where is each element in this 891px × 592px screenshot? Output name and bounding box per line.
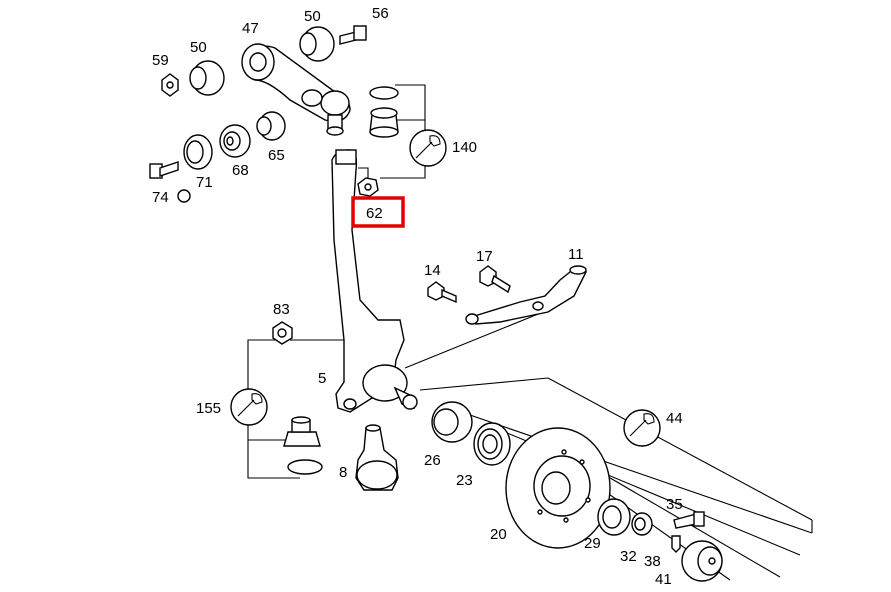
bushing-140 [369,107,399,138]
label-11: 11 [568,246,584,263]
bushing-65 [256,111,286,141]
label-50-left: 50 [190,39,207,56]
bolt-56 [339,25,367,45]
label-68: 68 [232,162,249,179]
bolt-35 [673,511,705,529]
pin-38 [671,535,681,553]
highlight-box-62 [351,196,405,228]
wrench-icon-140 [409,129,447,167]
hub-cap-41 [681,540,723,582]
wrench-icon-44 [623,409,661,447]
label-26: 26 [424,452,441,469]
bushing-50-left [189,60,225,96]
label-155: 155 [196,400,221,417]
label-71: 71 [196,174,213,191]
label-44: 44 [666,410,683,427]
label-17: 17 [476,248,493,265]
washer-155 [287,459,323,475]
label-83: 83 [273,301,290,318]
nut-83 [272,321,293,345]
ball-joint-8 [355,424,399,491]
label-14: 14 [424,262,441,279]
label-62: 62 [366,205,383,222]
bushing-50-top [299,26,335,62]
label-5: 5 [318,370,326,387]
label-47: 47 [242,20,259,37]
brake-disc-20 [505,427,611,549]
label-74: 74 [152,189,169,206]
label-23: 23 [456,472,473,489]
steering-arm [465,265,587,325]
steering-knuckle [331,149,418,413]
bearing-23 [473,422,511,466]
upper-control-arm [241,43,351,136]
washer-32 [631,512,653,536]
label-56: 56 [372,5,389,22]
label-59: 59 [152,52,169,69]
nut-59 [161,73,179,97]
wrench-icon-155 [230,388,268,426]
label-65: 65 [268,147,285,164]
label-35: 35 [666,496,683,513]
nut-62 [357,177,379,197]
rubber-mount-155 [283,416,321,447]
label-38: 38 [644,553,661,570]
bolt-14 [427,281,457,304]
bearing-29 [597,498,631,536]
bushing-71 [183,134,213,170]
washer-74-small [177,189,191,203]
label-140: 140 [452,139,477,156]
label-8: 8 [339,464,347,481]
bolt-17 [479,265,511,294]
seal-26 [431,401,473,443]
label-41: 41 [655,571,672,588]
part-labels: 47 50 56 59 50 65 68 71 74 140 62 14 17 … [152,5,683,588]
label-29: 29 [584,535,601,552]
washer-140-top [369,86,399,100]
label-32: 32 [620,548,637,565]
washer-68 [219,124,251,158]
bolt-74 [149,161,179,179]
label-20: 20 [490,526,507,543]
label-50-top: 50 [304,8,321,25]
